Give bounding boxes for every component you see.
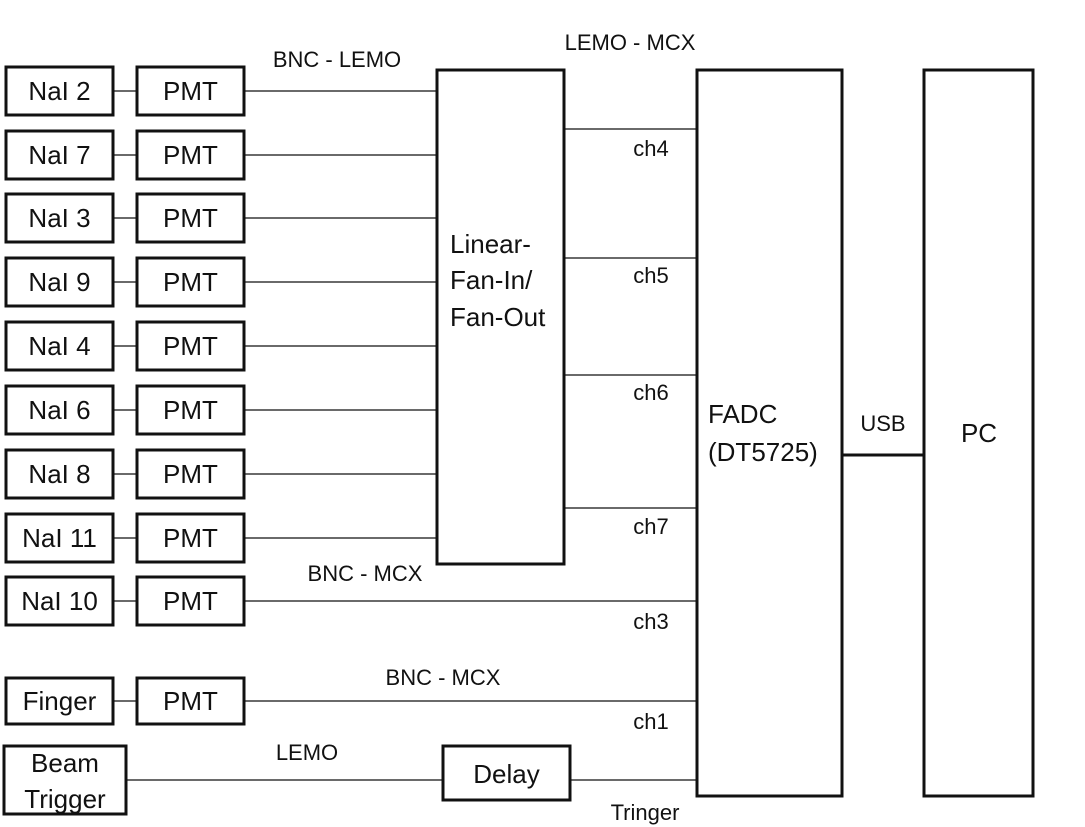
detector-row-nai10: NaI 10 PMT (4, 575, 697, 627)
nai6-box (4, 384, 115, 436)
nai11-box (4, 512, 115, 564)
finger-row: Finger PMT (4, 676, 697, 726)
detector-row-nai11: NaI 11 PMT (4, 512, 437, 564)
pmt-box (135, 129, 246, 181)
fanout-box (435, 68, 566, 566)
detector-row-nai9: NaI 9 PMT (4, 256, 437, 308)
pmt-label: PMT (163, 459, 218, 489)
pmt-box (135, 384, 246, 436)
finger-label: Finger (23, 686, 97, 716)
detector-row-nai7: NaI 7 PMT (4, 129, 437, 181)
nai8-label: NaI 8 (28, 459, 90, 489)
beam-trigger-box (2, 744, 128, 816)
nai4-label: NaI 4 (28, 331, 90, 361)
channel-label-ch3: ch3 (633, 609, 668, 634)
delay-box (441, 744, 572, 802)
nai7-label: NaI 7 (28, 140, 90, 170)
nai3-label: NaI 3 (28, 203, 90, 233)
fadc-label-1: FADC (708, 399, 777, 429)
beam-trigger-row: Beam Trigger Delay (2, 744, 697, 816)
cable-label-lemo-mcx: LEMO - MCX (565, 30, 696, 55)
pmt-box (135, 448, 246, 500)
cable-label-lemo: LEMO (276, 740, 338, 765)
nai8-box (4, 448, 115, 500)
nai10-label: NaI 10 (21, 586, 98, 616)
pc-module: PC (922, 68, 1035, 798)
pmt-label: PMT (163, 523, 218, 553)
fanout-label-3: Fan-Out (450, 302, 546, 332)
channel-label-ch6: ch6 (633, 380, 668, 405)
fadc-module: FADC (DT5725) (695, 68, 844, 798)
fanout-module: Linear- Fan-In/ Fan-Out (435, 68, 566, 566)
detector-row-nai4: NaI 4 PMT (4, 320, 437, 372)
pmt-box (135, 65, 246, 117)
nai6-label: NaI 6 (28, 395, 90, 425)
nai9-label: NaI 9 (28, 267, 90, 297)
pc-label: PC (961, 418, 997, 448)
cable-label-bnc-mcx-finger: BNC - MCX (386, 665, 501, 690)
channel-label-ch5: ch5 (633, 263, 668, 288)
detector-row-nai6: NaI 6 PMT (4, 384, 437, 436)
nai11-label: NaI 11 (22, 523, 97, 553)
pmt-label: PMT (163, 395, 218, 425)
delay-label: Delay (473, 759, 539, 789)
pc-box (922, 68, 1035, 798)
pmt-label: PMT (163, 140, 218, 170)
pmt-label: PMT (163, 586, 218, 616)
pmt-box (135, 575, 246, 627)
pmt-label: PMT (163, 76, 218, 106)
pmt-label: PMT (163, 686, 218, 716)
nai2-label: NaI 2 (28, 76, 90, 106)
cable-label-bnc-mcx-nai10: BNC - MCX (308, 561, 423, 586)
nai2-box (4, 65, 115, 117)
nai4-box (4, 320, 115, 372)
nai7-box (4, 129, 115, 181)
detector-row-nai8: NaI 8 PMT (4, 448, 437, 500)
detector-row-nai3: NaI 3 PMT (4, 192, 437, 244)
detector-row-nai2: NaI 2 PMT (4, 65, 437, 117)
beam-trigger-label-2: Trigger (24, 784, 106, 814)
channel-label-ch7: ch7 (633, 514, 668, 539)
pmt-label: PMT (163, 203, 218, 233)
fanout-label-1: Linear- (450, 229, 531, 259)
channel-label-ch4: ch4 (633, 136, 668, 161)
fanout-label-2: Fan-In/ (450, 265, 533, 295)
fadc-label-2: (DT5725) (708, 437, 818, 467)
cable-label-usb: USB (860, 411, 905, 436)
channel-label-ch1: ch1 (633, 709, 668, 734)
beam-trigger-label-1: Beam (31, 748, 99, 778)
fadc-box (695, 68, 844, 798)
pmt-label: PMT (163, 331, 218, 361)
finger-box (4, 676, 115, 726)
pmt-box (135, 320, 246, 372)
channel-label-trigger: Tringer (611, 800, 680, 825)
cable-label-bnc-lemo: BNC - LEMO (273, 47, 401, 72)
pmt-label: PMT (163, 267, 218, 297)
